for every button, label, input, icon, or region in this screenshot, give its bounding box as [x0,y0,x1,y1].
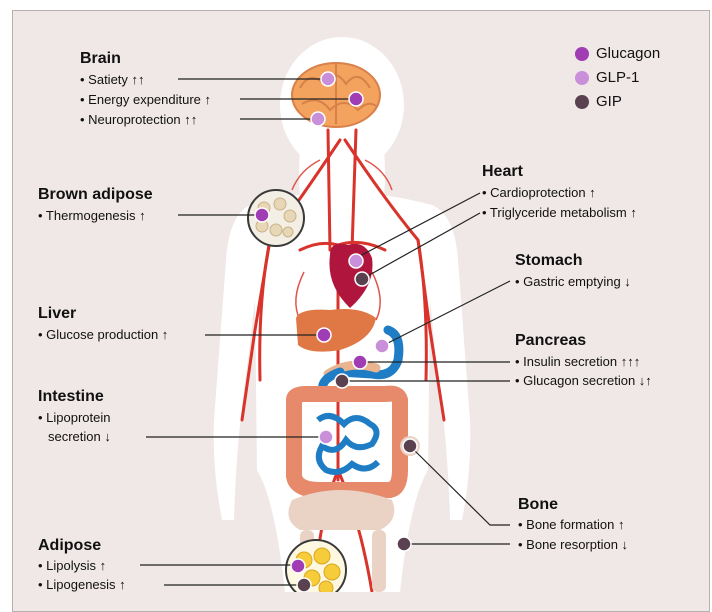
brain-item-neuro: • Neuroprotection ↑↑ [80,112,197,127]
bone-title: Bone [518,496,558,514]
legend-glp1: GLP-1 [596,69,639,86]
pancreas-item-glucagon: • Glucagon secretion ↓↑ [515,373,652,388]
bone-item-formation: • Bone formation ↑ [518,517,624,532]
body-illustration [0,0,712,592]
pancreas-item-insulin: • Insulin secretion ↑↑↑ [515,354,640,369]
adipose-item-lipogenesis: • Lipogenesis ↑ [38,577,126,592]
brain-title: Brain [80,50,121,68]
liver-item: • Glucose production ↑ [38,327,168,342]
legend-glucagon: Glucagon [596,45,660,62]
brain-item-satiety: • Satiety ↑↑ [80,72,145,87]
adipose-title: Adipose [38,537,101,555]
intestine-item-line1: • Lipoprotein [38,410,111,425]
stomach-item: • Gastric emptying ↓ [515,274,631,289]
heart-title: Heart [482,163,523,181]
legend-dots [575,47,589,109]
bone-item-resorption: • Bone resorption ↓ [518,537,628,552]
stomach-title: Stomach [515,252,583,270]
pancreas-title: Pancreas [515,332,586,350]
brown-adipose-item: • Thermogenesis ↑ [38,208,146,223]
intestine-item-line2: secretion ↓ [48,429,111,444]
brain-item-energy: • Energy expenditure ↑ [80,92,211,107]
heart-item-cardio: • Cardioprotection ↑ [482,185,596,200]
intestine-title: Intestine [38,388,104,406]
heart-item-tg: • Triglyceride metabolism ↑ [482,205,637,220]
incretin-diagram: Glucagon GLP-1 GIP Brain • Satiety ↑↑ • … [0,0,712,592]
legend-gip: GIP [596,93,622,110]
adipose-item-lipolysis: • Lipolysis ↑ [38,558,106,573]
liver-title: Liver [38,305,76,323]
brown-adipose-title: Brown adipose [38,186,153,204]
brain [292,63,380,127]
